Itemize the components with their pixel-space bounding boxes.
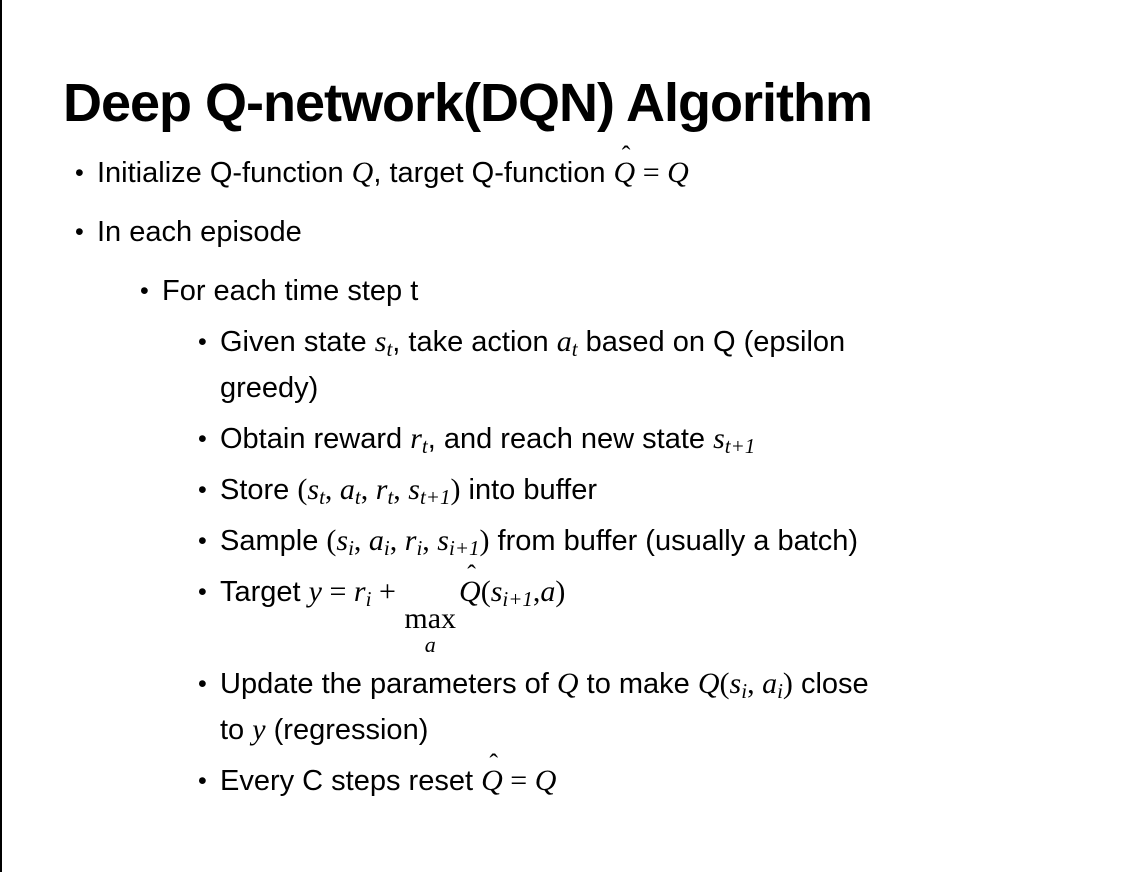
bullet-item-4: • Given state st, take action at based on… bbox=[2, 319, 1124, 411]
bullet-icon: • bbox=[75, 218, 84, 246]
bullet-item-5: • Obtain reward rt, and reach new state s… bbox=[2, 416, 1124, 462]
bullet-text: Given state st, take action at based on … bbox=[220, 325, 846, 404]
bullet-text: Update the parameters of Q to make Q(si,… bbox=[220, 667, 869, 746]
bullet-item-3: • For each time step t bbox=[2, 268, 1124, 314]
bullet-icon: • bbox=[198, 476, 207, 504]
bullet-icon: • bbox=[198, 328, 207, 356]
bullet-item-9: • Update the parameters of Q to make Q(si… bbox=[2, 661, 1124, 753]
bullet-text: Obtain reward rt, and reach new state st… bbox=[220, 422, 756, 459]
bullet-item-6: • Store (st, at, rt, st+1) into buffer bbox=[2, 467, 1124, 513]
bullet-icon: • bbox=[198, 527, 207, 555]
bullet-icon: • bbox=[198, 425, 207, 453]
slide-title: Deep Q-network(DQN) Algorithm bbox=[63, 73, 873, 134]
bullet-icon: • bbox=[198, 578, 207, 606]
bullet-text: For each time step t bbox=[162, 275, 419, 307]
bullet-item-7: • Sample (si, ai, ri, si+1) from buffer (… bbox=[2, 518, 1124, 564]
bullet-icon: • bbox=[140, 277, 149, 305]
bullet-icon: • bbox=[75, 159, 84, 187]
bullet-text: Initialize Q-function Q, target Q-functi… bbox=[97, 141, 1124, 196]
bullet-icon: • bbox=[198, 670, 207, 698]
bullet-text: Sample (si, ai, ri, si+1) from buffer (u… bbox=[220, 524, 859, 561]
bullet-text: In each episode bbox=[97, 216, 302, 248]
bullet-list: • Initialize Q-function Q, target Q-funct… bbox=[2, 141, 1124, 809]
bullet-item-2: • In each episode bbox=[2, 209, 1124, 255]
bullet-item-1: • Initialize Q-function Q, target Q-funct… bbox=[2, 141, 1124, 196]
bullet-text: Store (st, at, rt, st+1) into buffer bbox=[220, 473, 597, 510]
bullet-icon: • bbox=[198, 767, 207, 795]
